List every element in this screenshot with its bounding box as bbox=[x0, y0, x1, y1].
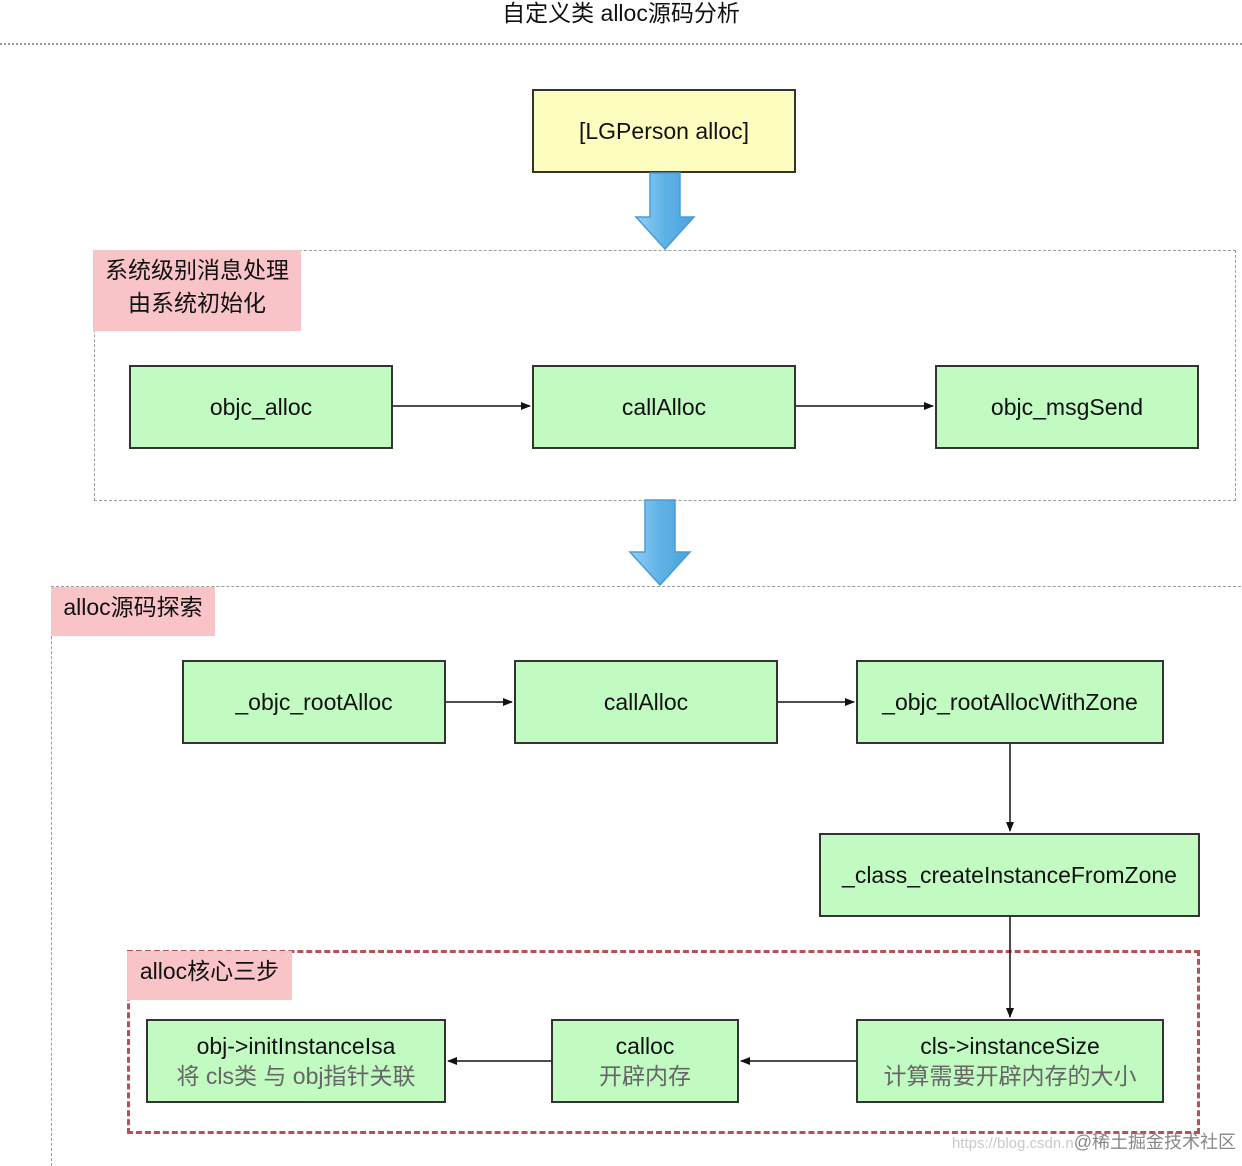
watermark-url: https://blog.csdn.n bbox=[951, 1135, 1074, 1152]
callalloc-system-box: callAlloc bbox=[532, 365, 796, 449]
callalloc-source-label: callAlloc bbox=[603, 689, 689, 715]
source-section-frame bbox=[51, 586, 1242, 1166]
block-arrow-down-2 bbox=[628, 499, 692, 587]
instance-size-label: cls->instanceSize bbox=[920, 1033, 1100, 1059]
system-label-line2: 由系统初始化 bbox=[128, 290, 266, 316]
start-box: [LGPerson alloc] bbox=[532, 89, 796, 173]
calloc-box: calloc 开辟内存 bbox=[551, 1019, 739, 1103]
callalloc-system-label: callAlloc bbox=[621, 394, 707, 420]
class-createinstancefromzone-label: _class_createInstanceFromZone bbox=[842, 862, 1177, 888]
source-label-text: alloc源码探索 bbox=[63, 594, 203, 620]
title-divider bbox=[0, 43, 1242, 45]
instance-size-box: cls->instanceSize 计算需要开辟内存的大小 bbox=[856, 1019, 1164, 1103]
watermark-text: @稀土掘金技术社区 bbox=[1073, 1132, 1236, 1152]
core-label-text: alloc核心三步 bbox=[139, 958, 280, 984]
init-instance-isa-label: obj->initInstanceIsa bbox=[196, 1033, 396, 1059]
instance-size-desc: 计算需要开辟内存的大小 bbox=[883, 1063, 1137, 1089]
objc-rootallocwithzone-label: _objc_rootAllocWithZone bbox=[882, 689, 1138, 715]
diagram-title: 自定义类 alloc源码分析 bbox=[502, 0, 740, 26]
init-instance-isa-desc: 将 cls类 与 obj指针关联 bbox=[176, 1063, 416, 1089]
system-section-label: 系统级别消息处理 由系统初始化 bbox=[93, 250, 301, 331]
objc-rootallocwithzone-box: _objc_rootAllocWithZone bbox=[856, 660, 1164, 744]
start-box-label: [LGPerson alloc] bbox=[578, 118, 750, 144]
objc-alloc-label: objc_alloc bbox=[209, 394, 313, 420]
core-section-frame bbox=[127, 950, 1200, 1134]
objc-msgsend-label: objc_msgSend bbox=[990, 394, 1144, 420]
init-instance-isa-box: obj->initInstanceIsa 将 cls类 与 obj指针关联 bbox=[146, 1019, 446, 1103]
objc-rootalloc-label: _objc_rootAlloc bbox=[235, 689, 393, 715]
core-section-label: alloc核心三步 bbox=[127, 951, 292, 1000]
objc-alloc-box: objc_alloc bbox=[129, 365, 393, 449]
calloc-label: calloc bbox=[615, 1033, 675, 1059]
source-section-label: alloc源码探索 bbox=[51, 587, 215, 636]
calloc-desc: 开辟内存 bbox=[599, 1063, 691, 1089]
objc-msgsend-box: objc_msgSend bbox=[935, 365, 1199, 449]
block-arrow-down-1 bbox=[634, 172, 696, 251]
objc-rootalloc-box: _objc_rootAlloc bbox=[182, 660, 446, 744]
class-createinstancefromzone-box: _class_createInstanceFromZone bbox=[819, 833, 1200, 917]
watermark: https://blog.csdn.n@稀土掘金技术社区 bbox=[952, 1128, 1236, 1154]
callalloc-source-box: callAlloc bbox=[514, 660, 778, 744]
system-label-line1: 系统级别消息处理 bbox=[105, 257, 289, 283]
